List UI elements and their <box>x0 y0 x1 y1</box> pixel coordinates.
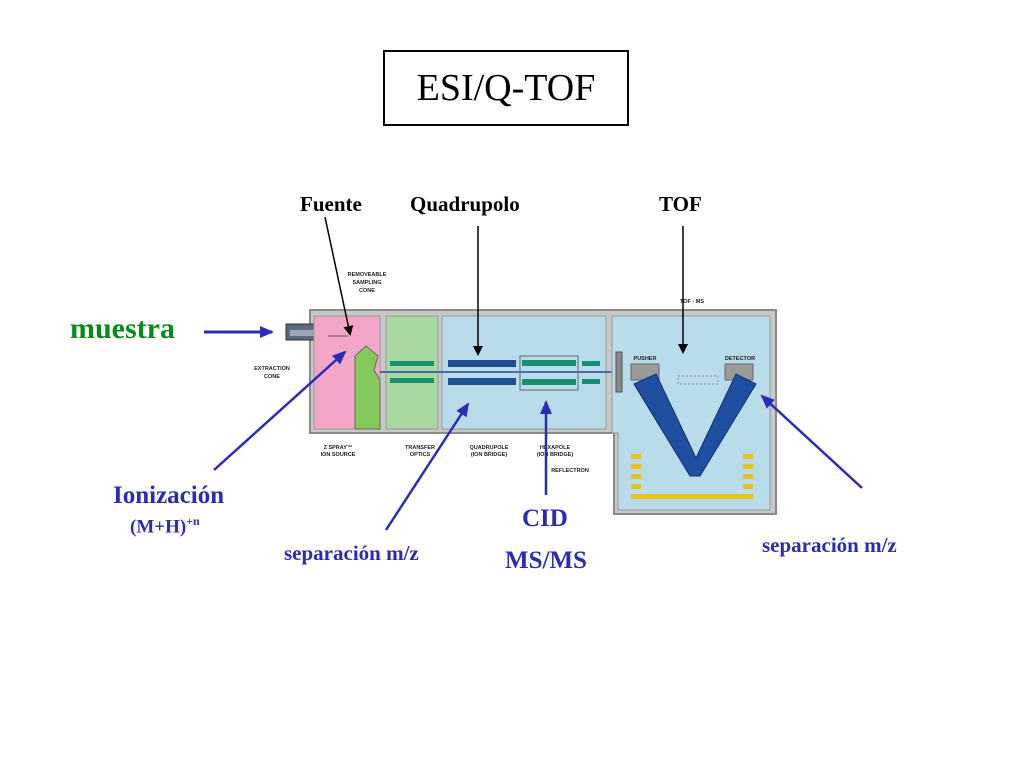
removeable-label-3: CONE <box>359 288 375 294</box>
extraction-label-2: CONE <box>264 374 280 380</box>
label-tof: TOF <box>659 192 702 216</box>
label-muestra: muestra <box>70 312 175 345</box>
tof-ms-label: TOF - MS <box>680 299 704 305</box>
ion-formula-base: (M+H) <box>130 516 187 538</box>
arrow-separacion-left <box>384 402 470 531</box>
removeable-label-1: REMOVEABLE <box>348 272 387 278</box>
extraction-label-1: EXTRACTION <box>254 366 290 372</box>
transfer-label-2: OPTICS <box>410 452 431 458</box>
zspray-label-2: ION SOURCE <box>321 452 356 458</box>
reflectron-rings <box>631 454 753 499</box>
zspray-label-1: Z SPRAY™ <box>324 445 353 451</box>
extraction-cone-shape <box>354 345 381 430</box>
tof-chamber <box>611 315 771 511</box>
label-ion-formula: (M+H)+n <box>130 514 200 538</box>
black-pointer-arrows <box>324 216 688 356</box>
arrow-fuente <box>324 216 354 336</box>
quadrupole-label-2: (ION BRIDGE) <box>471 452 508 458</box>
arrow-ionizacion <box>213 350 347 471</box>
quadrupole-chamber <box>380 315 632 430</box>
label-separacion-left: separación m/z <box>284 541 419 565</box>
detector-label: DETECTOR <box>725 356 755 362</box>
ion-flight-path-v <box>633 373 757 477</box>
label-ionizacion: Ionización <box>113 482 225 509</box>
arrow-separacion-right <box>760 394 863 489</box>
label-msms: MS/MS <box>505 547 587 574</box>
label-fuente: Fuente <box>300 192 362 216</box>
pusher-label: PUSHER <box>634 356 657 362</box>
label-separacion-right: separación m/z <box>762 533 897 557</box>
label-cid: CID <box>522 505 568 532</box>
blue-pointer-arrows <box>204 326 863 531</box>
instrument-small-labels: REMOVEABLE SAMPLING CONE EXTRACTION CONE… <box>254 272 755 474</box>
transfer-label-1: TRANSFER <box>405 445 435 451</box>
removeable-label-2: SAMPLING <box>352 280 381 286</box>
hexapole-label-1: HEXAPOLE <box>540 445 571 451</box>
label-quadrupolo: Quadrupolo <box>410 192 520 216</box>
ion-formula-charge: +n <box>186 514 200 528</box>
quadrupole-label-1: QUADRUPOLE <box>469 445 508 451</box>
hexapole-label-2: (ION BRIDGE) <box>537 452 574 458</box>
reflectron-label: REFLECTRON <box>551 468 589 474</box>
page-title: ESI/Q-TOF <box>383 50 629 126</box>
